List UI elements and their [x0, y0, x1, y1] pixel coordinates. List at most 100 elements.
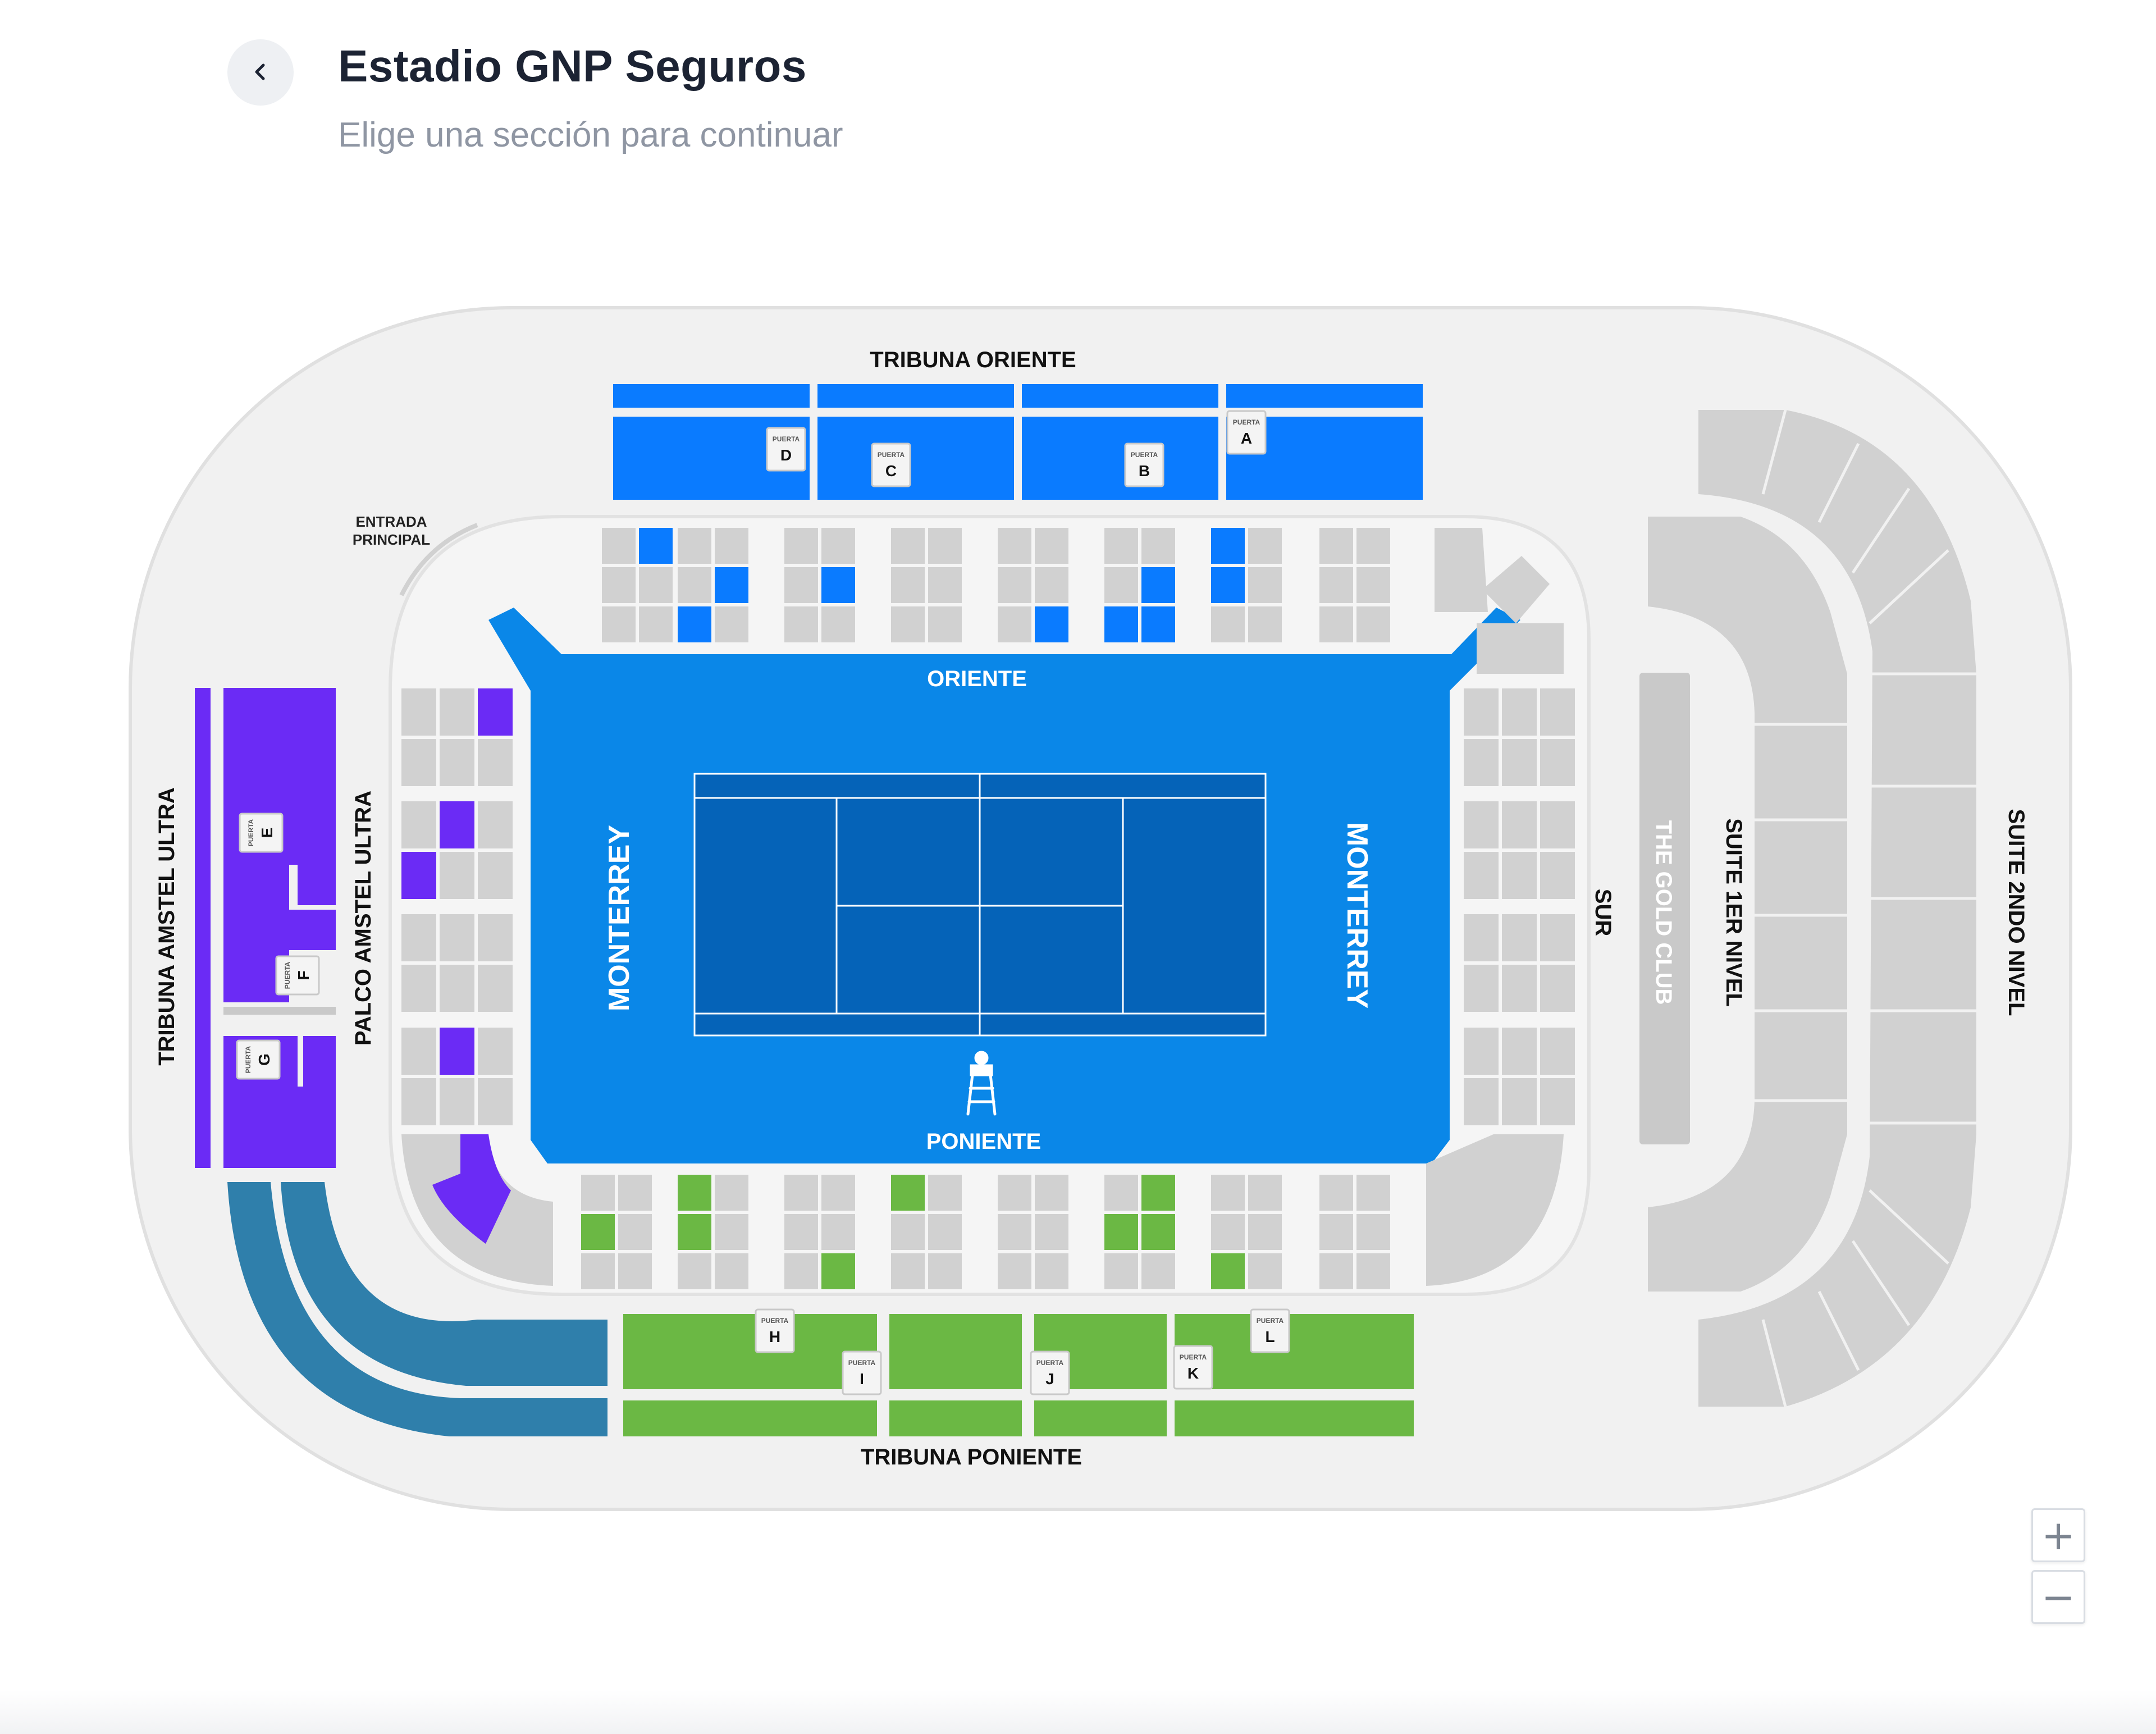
poniente-block-4-2-3[interactable]	[928, 1253, 962, 1289]
section-poniente-bottom-3[interactable]	[1034, 1400, 1167, 1436]
palco-block-4-1-1[interactable]	[401, 1028, 436, 1075]
section-oriente-top-3[interactable]	[1022, 384, 1218, 408]
poniente-block-8-1-1[interactable]	[1319, 1175, 1353, 1211]
oriente-block-5-1-1[interactable]	[998, 528, 1031, 564]
oriente-block-7-1-2[interactable]	[1211, 567, 1245, 603]
poniente-block-8-2-1[interactable]	[1356, 1175, 1390, 1211]
poniente-block-2-1-1[interactable]	[678, 1175, 711, 1211]
sur-block-3-3-1[interactable]	[1540, 914, 1575, 961]
oriente-block-1-2-3[interactable]	[639, 606, 673, 642]
poniente-block-4-1-1[interactable]	[891, 1175, 925, 1211]
palco-block-3-2-2[interactable]	[440, 965, 474, 1012]
oriente-block-8-1-2[interactable]	[1319, 567, 1353, 603]
oriente-block-3-1-1[interactable]	[784, 528, 818, 564]
sur-block-1-3-2[interactable]	[1540, 739, 1575, 786]
section-corner-top-right-2[interactable]	[1482, 556, 1550, 623]
palco-block-1-1-1[interactable]	[401, 688, 436, 736]
palco-block-4-3-2[interactable]	[478, 1078, 513, 1125]
poniente-block-3-2-2[interactable]	[821, 1214, 855, 1250]
palco-block-3-3-1[interactable]	[478, 914, 513, 961]
section-corner-top-right-3[interactable]	[1477, 623, 1564, 674]
palco-block-4-2-2[interactable]	[440, 1078, 474, 1125]
palco-block-1-3-1[interactable]	[478, 688, 513, 736]
poniente-block-4-2-1[interactable]	[928, 1175, 962, 1211]
section-teal-inner[interactable]	[281, 1182, 607, 1386]
oriente-block-1-2-1[interactable]	[639, 528, 673, 564]
palco-block-1-2-1[interactable]	[440, 688, 474, 736]
palco-block-1-3-2[interactable]	[478, 739, 513, 786]
sur-block-2-1-1[interactable]	[1464, 801, 1499, 848]
sur-block-4-2-1[interactable]	[1502, 1028, 1537, 1075]
back-button[interactable]	[227, 39, 294, 106]
poniente-block-6-2-3[interactable]	[1141, 1253, 1175, 1289]
sur-block-4-1-2[interactable]	[1464, 1078, 1499, 1125]
palco-block-1-2-2[interactable]	[440, 739, 474, 786]
sur-block-4-3-2[interactable]	[1540, 1078, 1575, 1125]
oriente-block-7-2-3[interactable]	[1248, 606, 1282, 642]
oriente-block-2-2-2[interactable]	[715, 567, 748, 603]
poniente-block-4-1-2[interactable]	[891, 1214, 925, 1250]
oriente-block-2-1-1[interactable]	[678, 528, 711, 564]
oriente-block-2-2-1[interactable]	[715, 528, 748, 564]
poniente-block-8-2-3[interactable]	[1356, 1253, 1390, 1289]
poniente-block-3-1-3[interactable]	[784, 1253, 818, 1289]
poniente-block-7-1-1[interactable]	[1211, 1175, 1245, 1211]
oriente-block-1-1-3[interactable]	[602, 606, 636, 642]
oriente-block-3-2-3[interactable]	[821, 606, 855, 642]
oriente-block-7-2-2[interactable]	[1248, 567, 1282, 603]
sur-block-3-1-2[interactable]	[1464, 965, 1499, 1012]
poniente-block-7-1-3[interactable]	[1211, 1253, 1245, 1289]
palco-block-1-1-2[interactable]	[401, 739, 436, 786]
sur-block-1-2-1[interactable]	[1502, 688, 1537, 736]
poniente-block-8-1-3[interactable]	[1319, 1253, 1353, 1289]
section-poniente-bottom-2[interactable]	[889, 1400, 1022, 1436]
sur-block-1-2-2[interactable]	[1502, 739, 1537, 786]
oriente-block-1-1-2[interactable]	[602, 567, 636, 603]
oriente-block-5-2-2[interactable]	[1035, 567, 1068, 603]
sur-block-2-1-2[interactable]	[1464, 852, 1499, 899]
oriente-block-1-1-1[interactable]	[602, 528, 636, 564]
palco-block-2-3-2[interactable]	[478, 852, 513, 899]
section-corner-right[interactable]	[1426, 1134, 1564, 1286]
palco-block-2-1-1[interactable]	[401, 801, 436, 848]
palco-block-2-2-1[interactable]	[440, 801, 474, 848]
section-poniente-2[interactable]	[889, 1314, 1022, 1389]
oriente-block-6-1-3[interactable]	[1104, 606, 1138, 642]
oriente-block-6-1-2[interactable]	[1104, 567, 1138, 603]
poniente-block-3-2-1[interactable]	[821, 1175, 855, 1211]
poniente-block-5-1-3[interactable]	[998, 1253, 1031, 1289]
sur-block-3-2-2[interactable]	[1502, 965, 1537, 1012]
oriente-block-4-1-1[interactable]	[891, 528, 925, 564]
poniente-block-5-1-1[interactable]	[998, 1175, 1031, 1211]
poniente-block-8-2-2[interactable]	[1356, 1214, 1390, 1250]
oriente-block-6-2-1[interactable]	[1141, 528, 1175, 564]
sur-block-2-2-1[interactable]	[1502, 801, 1537, 848]
poniente-block-3-2-3[interactable]	[821, 1253, 855, 1289]
sur-block-3-3-2[interactable]	[1540, 965, 1575, 1012]
section-oriente-top-2[interactable]	[817, 384, 1014, 408]
sur-block-4-1-1[interactable]	[1464, 1028, 1499, 1075]
oriente-block-7-1-3[interactable]	[1211, 606, 1245, 642]
sur-block-2-3-2[interactable]	[1540, 852, 1575, 899]
oriente-block-5-2-3[interactable]	[1035, 606, 1068, 642]
poniente-block-1-1-3[interactable]	[581, 1253, 615, 1289]
oriente-block-1-2-2[interactable]	[639, 567, 673, 603]
section-poniente-4[interactable]	[1175, 1314, 1414, 1389]
poniente-block-1-1-2[interactable]	[581, 1214, 615, 1250]
poniente-block-6-2-2[interactable]	[1141, 1214, 1175, 1250]
oriente-block-4-2-1[interactable]	[928, 528, 962, 564]
section-oriente-2[interactable]	[817, 417, 1014, 500]
oriente-block-4-2-2[interactable]	[928, 567, 962, 603]
oriente-block-6-2-3[interactable]	[1141, 606, 1175, 642]
oriente-block-8-1-1[interactable]	[1319, 528, 1353, 564]
sur-block-1-1-1[interactable]	[1464, 688, 1499, 736]
section-corner-top-right[interactable]	[1435, 528, 1488, 612]
oriente-block-5-1-3[interactable]	[998, 606, 1031, 642]
oriente-block-2-1-3[interactable]	[678, 606, 711, 642]
section-poniente-1[interactable]	[623, 1314, 877, 1389]
poniente-block-4-2-2[interactable]	[928, 1214, 962, 1250]
oriente-block-5-2-1[interactable]	[1035, 528, 1068, 564]
poniente-block-4-1-3[interactable]	[891, 1253, 925, 1289]
palco-block-4-2-1[interactable]	[440, 1028, 474, 1075]
poniente-block-1-1-1[interactable]	[581, 1175, 615, 1211]
